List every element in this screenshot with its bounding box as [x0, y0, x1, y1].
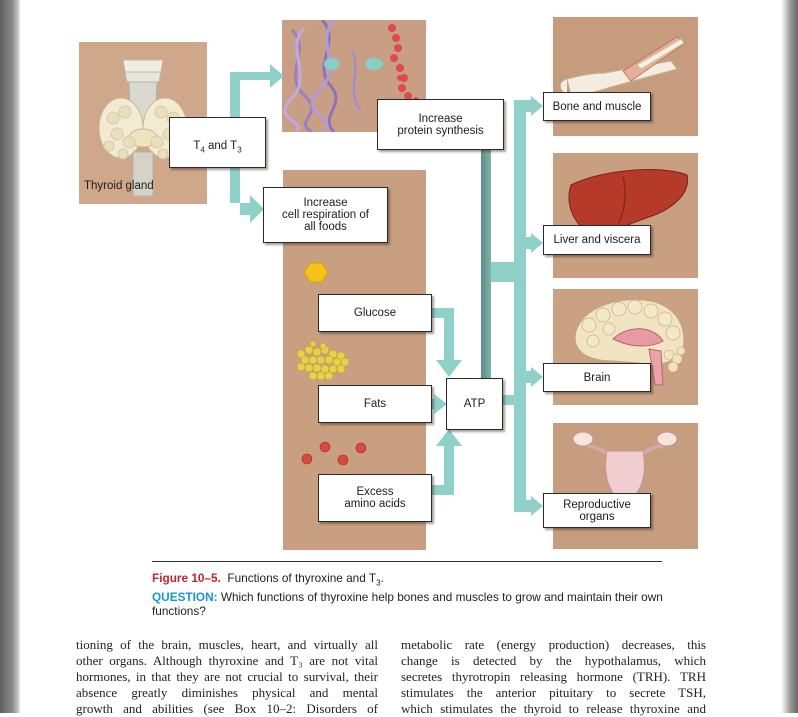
- body-line: tioning of the brain, muscles, heart, an…: [76, 637, 378, 652]
- t4-t3-label: T4 and T3: [193, 128, 241, 156]
- reproductive-organs-illustration: [553, 423, 698, 549]
- body-line: which stimulates the thyroid to release …: [401, 701, 706, 716]
- body-line: secretes thyrotropin releasing hormone (…: [401, 669, 706, 684]
- t4-t3-box: T4 and T3: [169, 117, 266, 168]
- body-line: absence greatly diminishes physical and …: [76, 685, 378, 700]
- figure-title-text: Functions of thyroxine and T: [220, 571, 377, 585]
- protein-synthesis-box: Increase protein synthesis: [377, 99, 504, 150]
- thyroid-gland-label: Thyroid gland: [84, 180, 154, 192]
- body-line: other organs. Although thyroxine and T₃ …: [76, 653, 378, 668]
- reproductive-panel: [553, 423, 698, 549]
- liver-viscera-panel: [553, 153, 698, 278]
- fats-box: Fats: [318, 385, 432, 423]
- and-t-text: and T: [204, 140, 238, 153]
- body-line: growth and abilities (see Box 10–2: Diso…: [76, 701, 378, 716]
- figure-caption: Figure 10–5. Functions of thyroxine and …: [152, 571, 672, 618]
- t4-subscript: 4: [200, 145, 205, 155]
- glucose-box: Glucose: [318, 294, 432, 332]
- figure-number: Figure 10–5.: [152, 571, 221, 585]
- question-label: QUESTION:: [152, 590, 218, 605]
- bone-muscle-box: Bone and muscle: [543, 92, 651, 121]
- body-line: stimulates the anterior pituitary to sec…: [401, 685, 706, 700]
- figure-title-subscript: 3: [376, 578, 381, 588]
- body-column-right: metabolic rate (energy production) decre…: [401, 637, 706, 717]
- figure-title-period: .: [380, 571, 384, 585]
- reproductive-organs-box: Reproductive organs: [543, 493, 651, 528]
- protein-synthesis-panel: [282, 20, 426, 132]
- amino-acids-box: Excess amino acids: [318, 474, 432, 522]
- question-text: Which functions of thyroxine help bones …: [152, 590, 663, 619]
- body-line: change is detected by the hypothalamus, …: [401, 653, 706, 668]
- figure-title-line: Figure 10–5. Functions of thyroxine and …: [152, 571, 672, 590]
- t-letter-1: T: [193, 140, 201, 153]
- question-line: QUESTION: Which functions of thyroxine h…: [152, 590, 672, 618]
- atp-box: ATP: [446, 378, 503, 430]
- liver-viscera-box: Liver and viscera: [543, 225, 651, 255]
- body-line: hormones, in that they are not crucial t…: [76, 669, 378, 684]
- caption-divider: [152, 561, 662, 562]
- liver-illustration: [553, 153, 698, 278]
- viewer-frame-right-edge: [782, 0, 798, 713]
- t3-subscript: 3: [237, 145, 242, 155]
- brain-box: Brain: [543, 363, 651, 392]
- viewer-frame-left-edge: [0, 0, 20, 713]
- body-column-left: tioning of the brain, muscles, heart, an…: [76, 637, 378, 717]
- body-line: metabolic rate (energy production) decre…: [401, 637, 706, 652]
- cell-respiration-box: Increase cell respiration of all foods: [263, 187, 388, 243]
